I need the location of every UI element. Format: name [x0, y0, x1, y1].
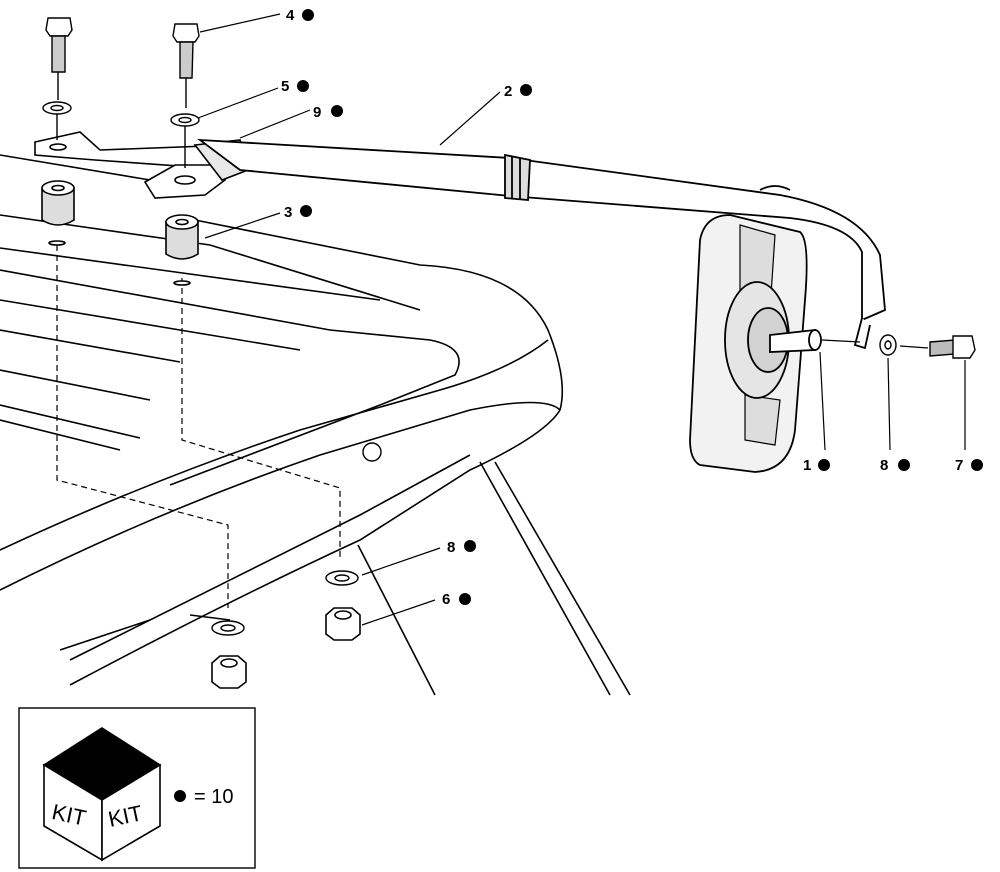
nut-6-right	[325, 607, 361, 641]
washer-8-lower-left	[211, 620, 245, 636]
kit-legend: KIT KIT = 10	[18, 707, 256, 869]
callout-3-text: 3	[284, 204, 292, 221]
callout-3-dot	[300, 205, 312, 217]
callout-8-lower-dot	[464, 540, 476, 552]
kit-legend-equals: = 10	[194, 786, 233, 808]
nut-6-left	[211, 655, 247, 689]
assembly-dashed-lines	[56, 245, 341, 608]
callout-2: 2	[504, 83, 532, 100]
leader-lines	[197, 13, 966, 626]
bolt-4-right	[172, 23, 200, 108]
washer-8-mirror	[879, 334, 897, 356]
callout-9-text: 9	[313, 104, 321, 121]
callout-8-lower: 8	[447, 539, 476, 556]
mirror-head	[689, 214, 861, 473]
washer-5-left	[42, 101, 72, 115]
callout-1-text: 1	[803, 457, 811, 474]
mirror-arm-tube	[197, 138, 886, 350]
callout-6-dot	[459, 593, 471, 605]
kit-legend-dot	[174, 790, 186, 802]
spacer-3-left	[41, 180, 75, 246]
roof-hole	[362, 442, 382, 462]
kit-cube-icon	[42, 727, 162, 862]
callout-8-mirror: 8	[880, 457, 910, 474]
callout-9-dot	[331, 105, 343, 117]
callout-6: 6	[442, 591, 471, 608]
callout-1-dot	[818, 459, 830, 471]
callout-6-text: 6	[442, 591, 450, 608]
callout-1: 1	[803, 457, 830, 474]
callout-3: 3	[284, 204, 312, 221]
bolt-7	[899, 335, 976, 359]
washer-5-right	[56, 113, 200, 168]
callout-8-lower-text: 8	[447, 539, 455, 556]
callout-2-dot	[520, 84, 532, 96]
cab-roof-outline	[0, 154, 631, 696]
callout-7: 7	[955, 457, 983, 474]
washer-8-lower-right	[325, 570, 359, 586]
callout-7-dot	[971, 459, 983, 471]
callout-4: 4	[286, 7, 314, 24]
callout-7-text: 7	[955, 457, 963, 474]
callout-9: 9	[313, 104, 343, 121]
spacer-3-right	[165, 214, 199, 286]
callout-4-text: 4	[286, 7, 295, 24]
callout-2-text: 2	[504, 83, 512, 100]
callout-5: 5	[281, 78, 309, 95]
callout-4-dot	[302, 9, 314, 21]
callout-8-mirror-text: 8	[880, 457, 888, 474]
callout-5-dot	[297, 80, 309, 92]
callout-8-mirror-dot	[898, 459, 910, 471]
bolt-4-left	[45, 17, 73, 100]
callout-5-text: 5	[281, 78, 289, 95]
